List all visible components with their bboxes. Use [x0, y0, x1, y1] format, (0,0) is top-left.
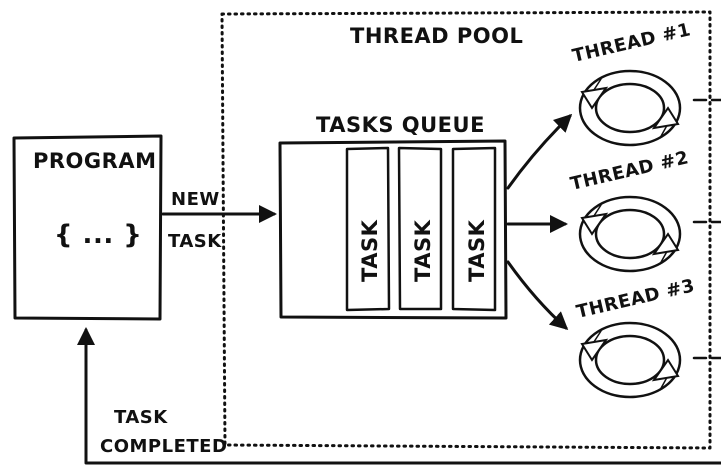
thread-cycle-icon-3: [578, 321, 682, 399]
task-card-label-3: TASK: [465, 219, 489, 282]
task-card-label-2: TASK: [411, 219, 435, 282]
thread-pool-title: THREAD POOL: [350, 24, 523, 48]
task-card-1: [345, 146, 391, 312]
tasks-queue-box: [278, 139, 508, 320]
program-code: { ... }: [54, 220, 142, 250]
thread-cycle-icon-2: [578, 195, 682, 273]
thread-cycle-icon-1: [578, 69, 682, 147]
task-card-2: [397, 146, 443, 311]
dispatch-arrow-3: [506, 260, 569, 331]
thread-pool-boundary: [220, 10, 712, 450]
thread-label-1: THREAD #1: [570, 19, 692, 67]
new-task-label-line1: NEW: [171, 189, 220, 210]
program-title: PROGRAM: [33, 149, 156, 173]
task-completed-return-line: [84, 336, 721, 465]
program-box: [12, 134, 163, 321]
new-task-label-line2: TASK: [168, 231, 222, 252]
thread-label-2: THREAD #2: [568, 147, 690, 195]
thread-label-3: THREAD #3: [574, 275, 696, 323]
task-completed-label-line2: COMPLETED: [100, 436, 227, 457]
dispatch-arrow-1: [506, 113, 573, 190]
task-card-label-1: TASK: [358, 219, 382, 282]
tasks-queue-title: TASKS QUEUE: [316, 113, 485, 137]
task-completed-label-line1: TASK: [114, 407, 168, 428]
task-card-3: [451, 146, 497, 312]
